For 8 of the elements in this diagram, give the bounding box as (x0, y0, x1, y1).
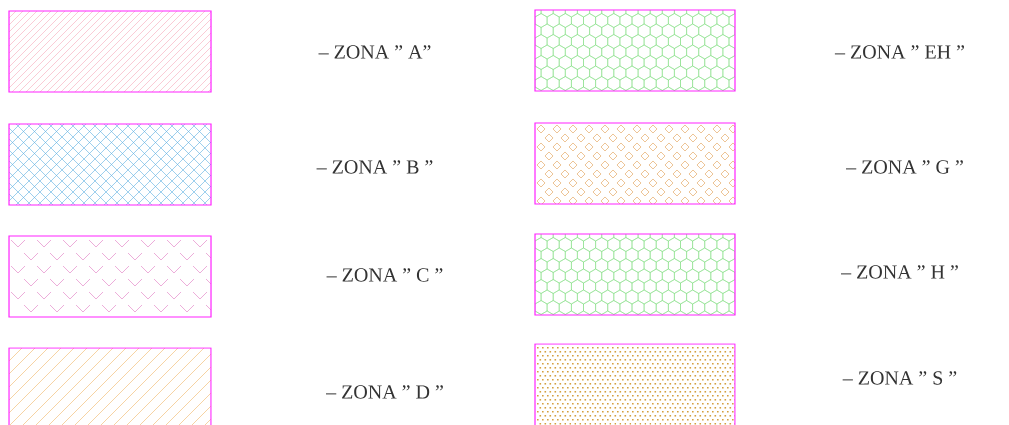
legend-label: – ZONA ” EH ” (834, 45, 964, 59)
legend-label: – ZONA ” B ” (316, 160, 433, 174)
legend-label: – ZONA ” D ” (326, 385, 443, 399)
legend-label: – ZONA ” G ” (846, 160, 963, 174)
legend-label: – ZONA ” C ” (326, 268, 443, 282)
legend-label: – ZONA ” S ” (842, 371, 957, 385)
legend-label: – ZONA ” H ” (841, 265, 958, 279)
legend-label: – ZONA ” A” (318, 45, 431, 59)
